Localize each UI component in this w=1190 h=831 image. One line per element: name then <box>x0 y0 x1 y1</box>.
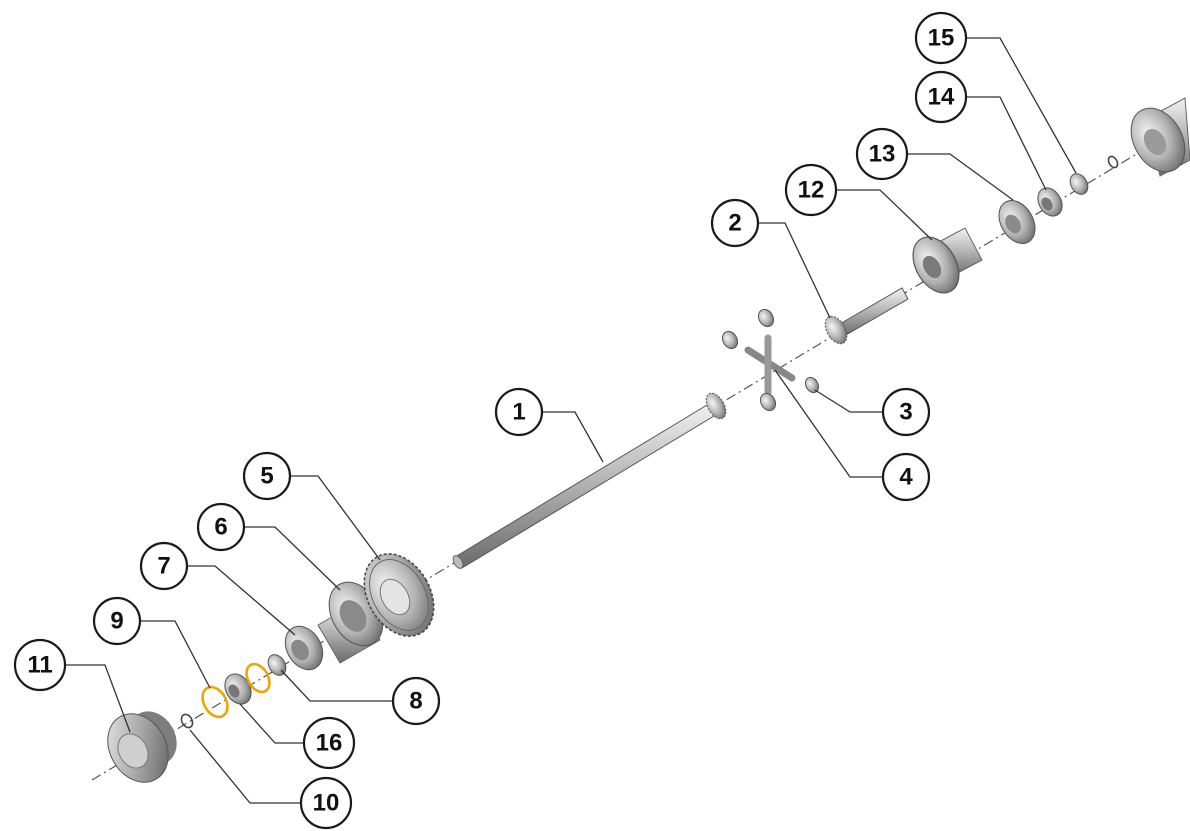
part-o-ring-right <box>1107 155 1119 169</box>
callout-label: 8 <box>409 688 422 715</box>
callout-11: 11 <box>13 638 67 692</box>
part-11-bell-housing <box>107 711 177 783</box>
leader-7 <box>187 565 296 636</box>
callout-8: 8 <box>391 676 441 726</box>
leader-9 <box>140 620 211 689</box>
part-14-bearing <box>1037 187 1063 217</box>
leader-3 <box>814 389 883 413</box>
callout-label: 9 <box>110 608 123 635</box>
part-2-stub-shaft <box>824 287 909 345</box>
part-16-bearing <box>224 673 252 705</box>
callout-15: 15 <box>914 11 968 65</box>
callout-label: 16 <box>316 730 343 757</box>
leader-10 <box>189 729 303 804</box>
callout-3: 3 <box>881 387 931 437</box>
callout-label: 4 <box>899 464 913 491</box>
callout-label: 7 <box>157 553 170 580</box>
leader-lines <box>63 37 1077 804</box>
leader-8 <box>280 669 393 702</box>
callout-label: 14 <box>928 84 955 111</box>
callout-9: 9 <box>92 596 142 646</box>
callout-label: 12 <box>798 177 825 204</box>
part-3-thrust-washer <box>804 376 820 394</box>
callout-13: 13 <box>855 127 909 181</box>
callout-label: 1 <box>512 399 525 426</box>
callout-7: 7 <box>139 541 189 591</box>
callout-label: 15 <box>928 25 955 52</box>
part-12-differential-housing <box>912 227 983 294</box>
callout-label: 2 <box>728 210 741 237</box>
leader-5 <box>290 475 381 561</box>
callout-14: 14 <box>914 70 968 124</box>
callout-label: 3 <box>899 399 912 426</box>
callout-6: 6 <box>196 502 246 552</box>
leader-1 <box>542 411 604 463</box>
callout-label: 13 <box>869 141 896 168</box>
leader-15 <box>966 37 1077 174</box>
callout-label: 6 <box>214 514 227 541</box>
leader-2 <box>758 222 831 319</box>
leader-11 <box>63 664 131 733</box>
callout-12: 12 <box>784 163 838 217</box>
callout-label: 5 <box>260 463 273 490</box>
part-bell-housing-right <box>1130 97 1190 177</box>
part-snap-ring-right <box>245 662 271 694</box>
part-4-spider-gear-set <box>721 308 796 412</box>
part-13-bearing-ring <box>998 200 1036 244</box>
callouts: 1 2 3 4 5 6 7 8 <box>13 11 968 830</box>
callout-5: 5 <box>242 451 292 501</box>
leader-6 <box>244 526 341 591</box>
callout-4: 4 <box>881 452 931 502</box>
callout-1: 1 <box>494 387 544 437</box>
leader-13 <box>907 153 1014 201</box>
callout-10: 10 <box>299 776 353 830</box>
parts <box>107 97 1190 783</box>
leader-14 <box>966 96 1047 191</box>
part-15-washer <box>1069 173 1089 195</box>
part-5-crown-gear <box>363 553 435 637</box>
part-9-snap-ring <box>201 685 229 719</box>
callout-16: 16 <box>302 716 356 770</box>
part-10-o-ring <box>180 713 194 729</box>
leader-16 <box>239 703 306 744</box>
part-7-bearing-race <box>284 625 324 671</box>
callout-label: 11 <box>27 652 52 679</box>
callout-2: 2 <box>710 198 760 248</box>
callout-label: 10 <box>313 790 340 817</box>
leader-4 <box>774 369 883 478</box>
leader-12 <box>836 189 933 241</box>
part-1-axle-shaft <box>452 392 727 569</box>
